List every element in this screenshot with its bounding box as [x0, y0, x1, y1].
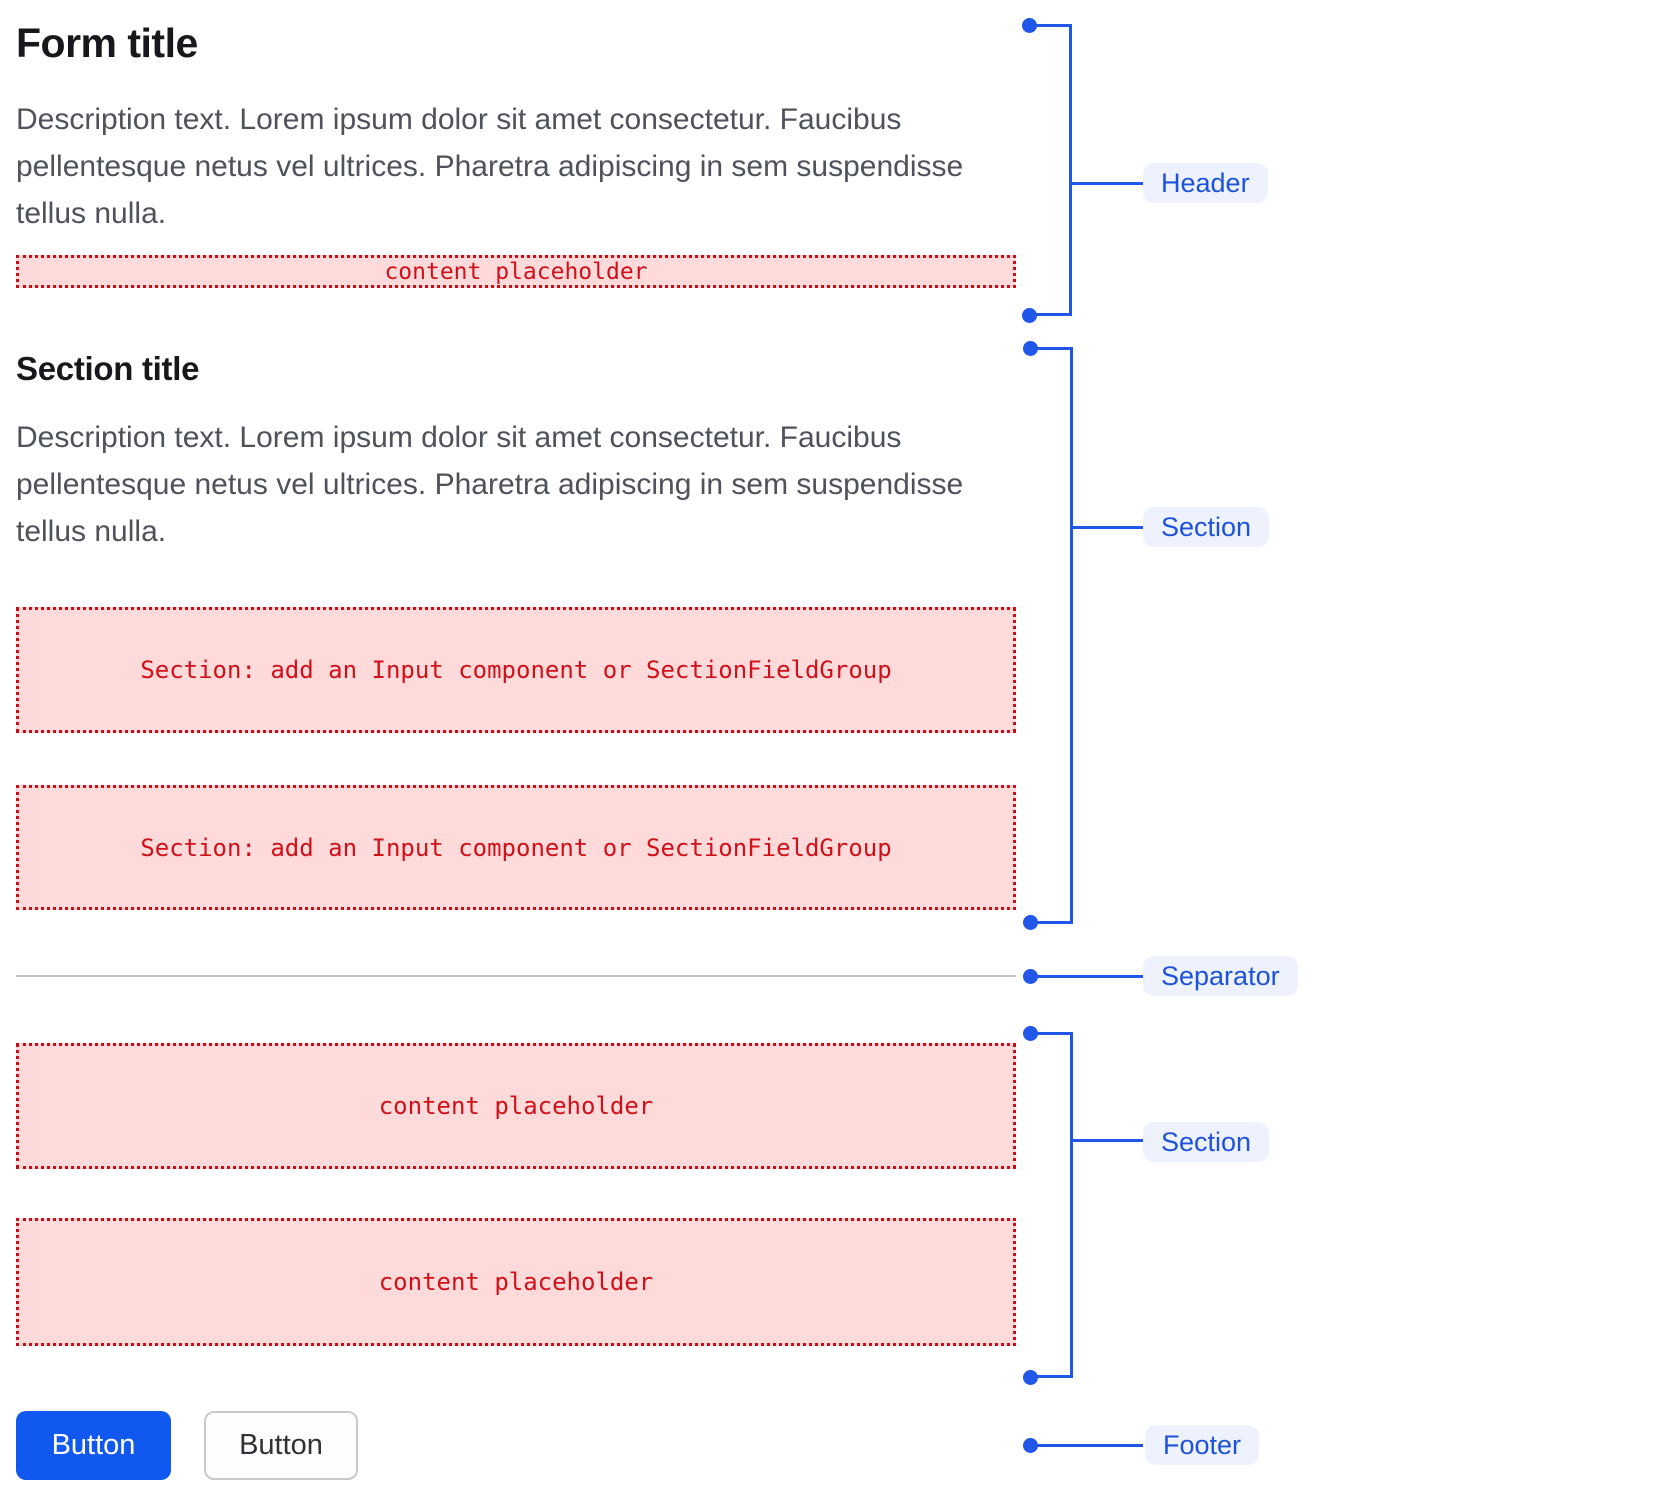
section2-content-placeholder-1-label: content placeholder	[378, 1092, 654, 1120]
section2-bracket-vertical	[1070, 1032, 1073, 1378]
section2-content-placeholder-2-label: content placeholder	[378, 1268, 654, 1296]
separator-line	[16, 975, 1016, 977]
section1-annotation-label: Section	[1161, 511, 1252, 542]
section2-content-placeholder-2: content placeholder	[16, 1218, 1016, 1346]
header-bracket-bottom-stub	[1029, 313, 1072, 316]
section-input-placeholder-2-label: Section: add an Input component or Secti…	[140, 833, 892, 862]
section-input-placeholder-2: Section: add an Input component or Secti…	[16, 785, 1016, 910]
separator-connector	[1030, 975, 1143, 978]
section2-bracket-bottom-stub	[1030, 1375, 1072, 1378]
section1-annotation-pill: Section	[1143, 507, 1270, 547]
section2-bracket-top-stub	[1030, 1032, 1072, 1035]
section2-bracket-connector	[1073, 1139, 1143, 1142]
section-input-placeholder-1-label: Section: add an Input component or Secti…	[140, 656, 892, 684]
header-bracket-top-stub	[1029, 24, 1072, 27]
header-content-placeholder-label: content placeholder	[384, 258, 648, 285]
section-title: Section title	[16, 350, 200, 387]
header-bracket-connector	[1072, 182, 1143, 185]
header-annotation-label: Header	[1161, 167, 1250, 198]
footer-annotation-label: Footer	[1163, 1429, 1242, 1460]
header-content-placeholder: content placeholder	[16, 255, 1016, 288]
section1-bracket-vertical	[1070, 347, 1073, 924]
primary-button[interactable]: Button	[16, 1411, 171, 1480]
form-description: Description text. Lorem ipsum dolor sit …	[16, 103, 964, 230]
section2-annotation-pill: Section	[1143, 1122, 1270, 1162]
header-bracket-vertical	[1069, 24, 1072, 316]
secondary-button[interactable]: Button	[204, 1411, 358, 1480]
section1-bracket-top-stub	[1030, 347, 1072, 350]
section2-annotation-label: Section	[1161, 1126, 1252, 1157]
section1-bracket-bottom-dot	[1023, 915, 1038, 930]
section-description: Description text. Lorem ipsum dolor sit …	[16, 421, 964, 548]
section1-bracket-bottom-stub	[1030, 921, 1072, 924]
separator-annotation-pill: Separator	[1143, 956, 1298, 996]
section2-bracket-bottom-dot	[1023, 1370, 1038, 1385]
footer-connector	[1030, 1444, 1143, 1447]
section1-bracket-connector	[1073, 526, 1143, 529]
header-bracket-bottom-dot	[1022, 308, 1037, 323]
footer-annotation-pill: Footer	[1145, 1425, 1260, 1465]
section2-content-placeholder-1: content placeholder	[16, 1043, 1016, 1169]
form-title: Form title	[16, 20, 198, 66]
separator-annotation-label: Separator	[1161, 960, 1280, 991]
section-input-placeholder-1: Section: add an Input component or Secti…	[16, 607, 1016, 733]
header-annotation-pill: Header	[1143, 163, 1268, 203]
